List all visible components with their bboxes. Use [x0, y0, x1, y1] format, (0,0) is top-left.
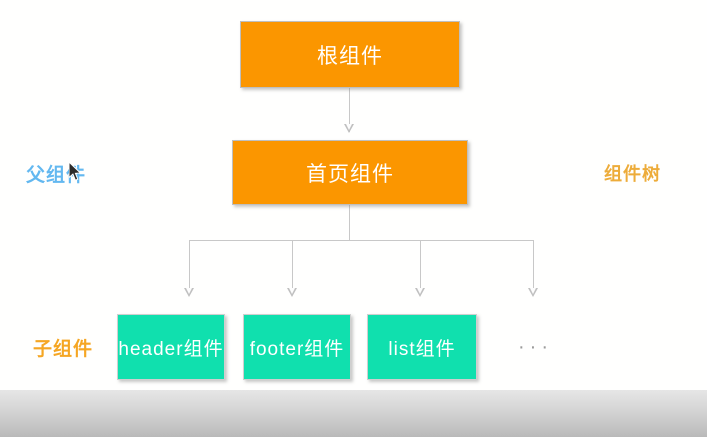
more-children-ellipsis: ··· [518, 336, 553, 358]
arrowhead-list-icon [415, 288, 425, 297]
node-header-component: header组件 [117, 314, 225, 380]
annotation-component-tree: 组件树 [604, 164, 661, 184]
arrowhead-root-to-home-icon [344, 124, 354, 133]
annotation-child-component: 子组件 [33, 339, 94, 360]
node-root-component: 根组件 [240, 21, 460, 88]
connector-leg-list [420, 240, 421, 290]
connector-horizontal-bus [189, 240, 534, 241]
connector-leg-footer [292, 240, 293, 290]
annotation-parent-component: 父组件 [26, 165, 87, 186]
video-player-control-bar[interactable] [0, 390, 707, 437]
arrowhead-footer-icon [287, 288, 297, 297]
node-footer-component: footer组件 [243, 314, 351, 380]
connector-leg-more [533, 240, 534, 290]
arrowhead-header-icon [184, 288, 194, 297]
connector-leg-header [189, 240, 190, 290]
connector-home-to-bus [349, 205, 350, 241]
connector-root-to-home [349, 88, 350, 132]
arrowhead-more-icon [528, 288, 538, 297]
node-home-component: 首页组件 [232, 140, 468, 205]
node-list-component: list组件 [367, 314, 477, 380]
